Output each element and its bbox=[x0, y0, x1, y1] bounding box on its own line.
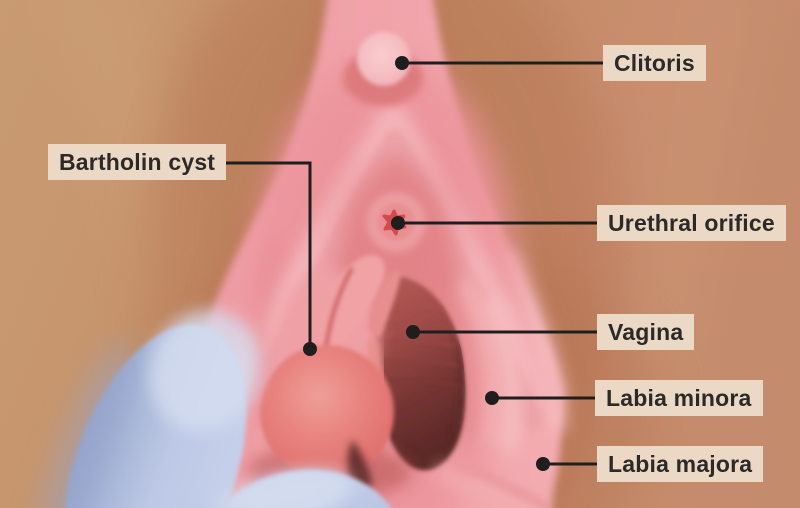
label-vagina: Vagina bbox=[597, 314, 695, 350]
pointers bbox=[222, 56, 603, 471]
label-labia-minora: Labia minora bbox=[595, 380, 763, 416]
pointer-dot-labia-minora bbox=[485, 391, 499, 405]
clitoris-shape bbox=[357, 32, 411, 86]
pointer-dot-clitoris bbox=[395, 56, 409, 70]
label-clitoris: Clitoris bbox=[603, 45, 706, 81]
vulva bbox=[196, 0, 567, 508]
labia-minora-bands bbox=[248, 237, 553, 508]
gloved-hand bbox=[38, 309, 403, 508]
label-urethral-orifice: Urethral orifice bbox=[597, 205, 786, 241]
pointer-dot-vagina bbox=[406, 325, 420, 339]
label-bartholin-cyst: Bartholin cyst bbox=[48, 144, 227, 180]
pointer-dot-urethral-orifice bbox=[391, 216, 405, 230]
pointer-dot-labia-majora bbox=[536, 457, 550, 471]
pointer-bartholin-cyst bbox=[222, 161, 312, 349]
glove-finger-upper bbox=[38, 309, 261, 508]
pointer-dot-bartholin-cyst bbox=[303, 342, 317, 356]
glove-finger-lower bbox=[197, 469, 403, 508]
label-labia-majora: Labia majora bbox=[597, 446, 764, 482]
